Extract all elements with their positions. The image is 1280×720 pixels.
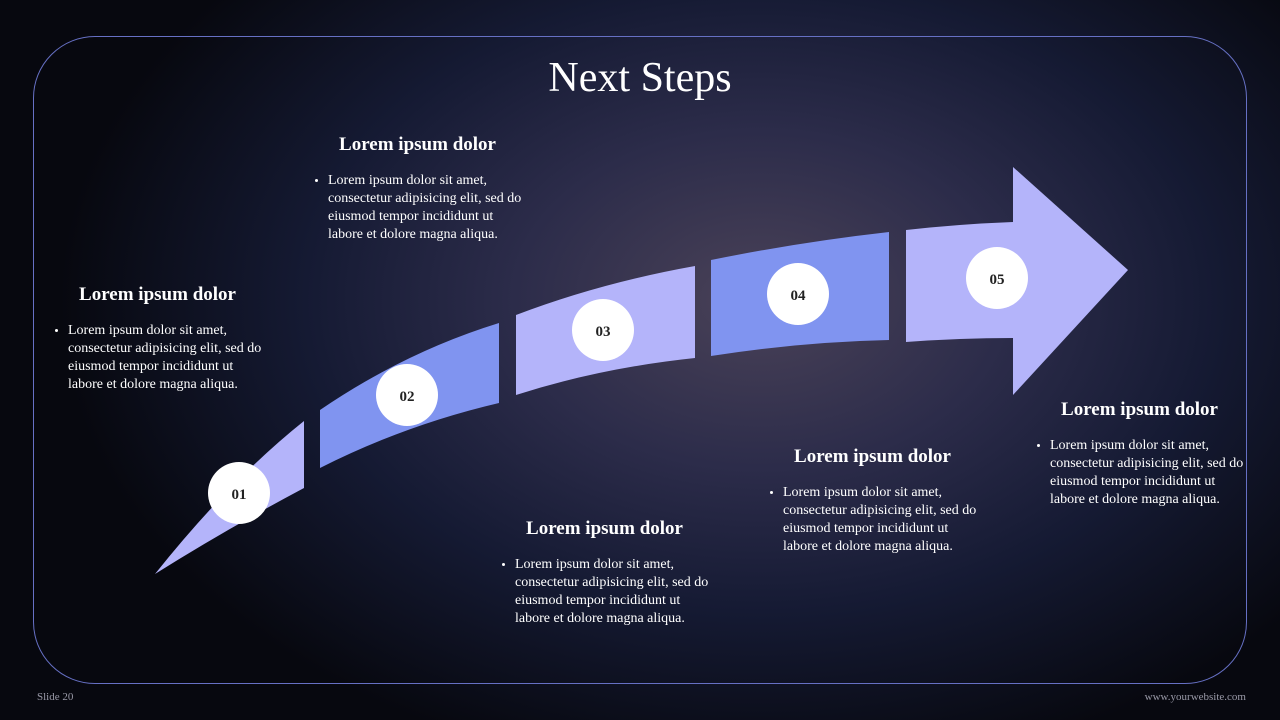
step-heading: Lorem ipsum dolor: [79, 284, 236, 305]
step-3-text: Lorem ipsum dolor Lorem ipsum dolor sit …: [497, 518, 712, 628]
step-4-text: Lorem ipsum dolor Lorem ipsum dolor sit …: [765, 446, 980, 556]
step-marker-5: 05: [966, 247, 1028, 309]
step-description: Lorem ipsum dolor sit amet, consectetur …: [328, 172, 525, 244]
step-description: Lorem ipsum dolor sit amet, consectetur …: [68, 322, 265, 394]
step-heading: Lorem ipsum dolor: [1061, 399, 1218, 420]
step-5-text: Lorem ipsum dolor Lorem ipsum dolor sit …: [1032, 399, 1247, 509]
step-2-text: Lorem ipsum dolor Lorem ipsum dolor sit …: [310, 134, 525, 244]
svg-text:04: 04: [791, 288, 807, 304]
step-heading: Lorem ipsum dolor: [339, 134, 496, 155]
step-marker-3: 03: [572, 299, 634, 361]
step-heading: Lorem ipsum dolor: [794, 446, 951, 467]
slide-frame: [33, 36, 1247, 684]
step-description: Lorem ipsum dolor sit amet, consectetur …: [515, 556, 712, 628]
slide-number: Slide 20: [37, 691, 74, 703]
svg-text:03: 03: [596, 324, 611, 340]
step-description: Lorem ipsum dolor sit amet, consectetur …: [1050, 437, 1247, 509]
slide-title: Next Steps: [548, 55, 732, 101]
svg-text:05: 05: [990, 272, 1005, 288]
step-marker-2: 02: [376, 364, 438, 426]
svg-text:01: 01: [232, 487, 247, 503]
svg-text:02: 02: [400, 389, 415, 405]
step-description: Lorem ipsum dolor sit amet, consectetur …: [783, 484, 980, 556]
step-marker-4: 04: [767, 263, 829, 325]
step-1-text: Lorem ipsum dolor Lorem ipsum dolor sit …: [50, 284, 265, 394]
step-marker-1: 01: [208, 462, 270, 524]
step-heading: Lorem ipsum dolor: [526, 518, 683, 539]
website-link[interactable]: www.yourwebsite.com: [1144, 691, 1246, 703]
